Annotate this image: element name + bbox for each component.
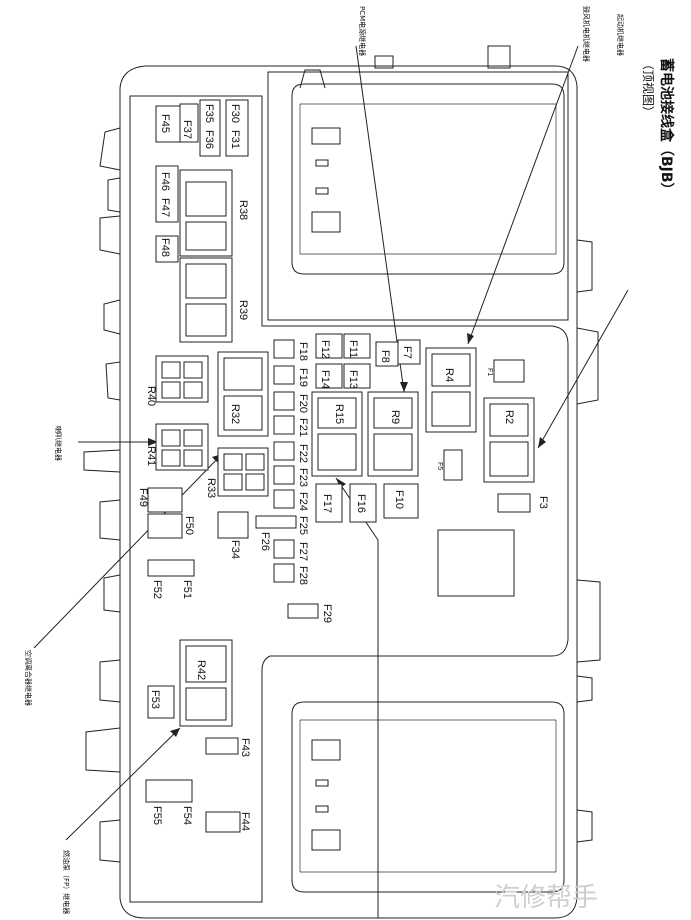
label-r41: R41 (145, 446, 157, 466)
right-tabs (576, 239, 601, 843)
relay-r42: R42 (179, 639, 233, 727)
page-subtitle: （顶视图） (641, 58, 656, 118)
label-f3: F3 (537, 496, 549, 509)
callout-lines (33, 45, 629, 918)
label-f13: F13 (347, 370, 359, 389)
label-f37: F37 (181, 120, 193, 139)
relay-r39: R39 (179, 257, 249, 343)
label-f21: F21 (297, 418, 309, 437)
label-f11: F11 (347, 340, 359, 358)
label-f23: F23 (297, 468, 309, 487)
label-f53: F53 (149, 690, 161, 709)
label-f44: F44 (239, 812, 251, 831)
label-f20: F20 (297, 394, 309, 413)
label-r2: R2 (503, 410, 515, 424)
top-tabs (299, 45, 511, 89)
label-f45: F45 (159, 114, 171, 133)
label-f30: F30 (229, 104, 241, 123)
label-f1: F1 (486, 368, 493, 376)
label-f52: F52 (151, 580, 163, 599)
label-f46: F46 (159, 172, 171, 191)
left-tabs (83, 127, 121, 863)
page-title: 蓄电池接线盒（BJB） (658, 58, 675, 197)
callout-ac: 空调离合器继电器 (24, 650, 33, 706)
relay-r33: R33 (205, 447, 269, 498)
label-r15: R15 (333, 404, 345, 424)
relay-r2: R2 (483, 397, 535, 483)
label-f5: F5 (436, 462, 443, 470)
relay-r41: R41 (145, 423, 209, 471)
top-connector (291, 83, 565, 275)
label-r4: R4 (443, 368, 455, 382)
relay-r38: R38 (179, 169, 249, 257)
fuse-group-low: F1 F3 F5 F10 F16 F17 F34 F49 F50 F51 F52… (137, 359, 549, 833)
label-f55: F55 (151, 806, 163, 825)
callout-pcm: PCM电源继电器 (358, 6, 367, 56)
callout-fuel: 燃油泵（FP）继电器 (62, 850, 71, 914)
relay-r15: R15 (311, 391, 363, 477)
label-r33: R33 (205, 478, 217, 498)
label-f18: F18 (297, 342, 309, 361)
label-r40: R40 (145, 386, 157, 406)
label-f19: F19 (297, 368, 309, 387)
watermark: 汽修帮手 (494, 883, 598, 913)
bottom-connector (291, 701, 565, 893)
label-f24: F24 (297, 492, 309, 511)
callout-starter: 起动机继电器 (616, 14, 625, 56)
label-f49: F49 (137, 488, 149, 507)
label-f26: F26 (259, 532, 271, 551)
label-f48: F48 (159, 238, 171, 257)
label-r32: R32 (229, 404, 241, 424)
label-f28: F28 (297, 566, 309, 585)
callout-horn: 喇叭继电器 (54, 426, 63, 461)
top-inner (267, 71, 569, 321)
label-r9: R9 (389, 410, 401, 424)
label-f51: F51 (181, 580, 193, 599)
label-r38: R38 (237, 200, 249, 220)
label-f29: F29 (321, 604, 333, 623)
label-f43: F43 (239, 738, 251, 757)
label-f54: F54 (181, 806, 193, 825)
housing-inner (129, 95, 569, 903)
label-f12: F12 (319, 340, 331, 359)
label-f35: F35 (203, 104, 215, 123)
callout-blower: 鼓风机电机继电器 (582, 6, 591, 62)
label-f27: F27 (297, 542, 309, 561)
label-f25: F25 (297, 516, 309, 535)
relay-r32: R32 (217, 351, 269, 437)
fuse-group-mid: F8 F7 F12 F11 F14 F13 F18 F19 F20 F21 F2… (255, 333, 421, 623)
label-r42: R42 (195, 660, 207, 680)
label-f10: F10 (393, 490, 405, 509)
label-f8: F8 (379, 350, 391, 363)
label-f22: F22 (297, 444, 309, 463)
blank-pad (437, 529, 515, 597)
label-f17: F17 (321, 494, 333, 513)
label-r39: R39 (237, 300, 249, 320)
label-f7: F7 (401, 346, 413, 359)
fuse-group-top: F45 F37 F35 F36 F30 F31 F46 F47 F48 (155, 99, 249, 263)
label-f36: F36 (203, 130, 215, 149)
label-f14: F14 (319, 370, 331, 389)
relay-r40: R40 (145, 355, 209, 406)
label-f47: F47 (159, 198, 171, 217)
housing-outline (119, 65, 578, 919)
label-f50: F50 (183, 516, 195, 535)
relay-r4: R4 (425, 347, 477, 433)
label-f16: F16 (355, 494, 367, 513)
label-f34: F34 (229, 540, 241, 559)
label-f31: F31 (229, 130, 241, 149)
relay-r9: R9 (367, 391, 419, 477)
